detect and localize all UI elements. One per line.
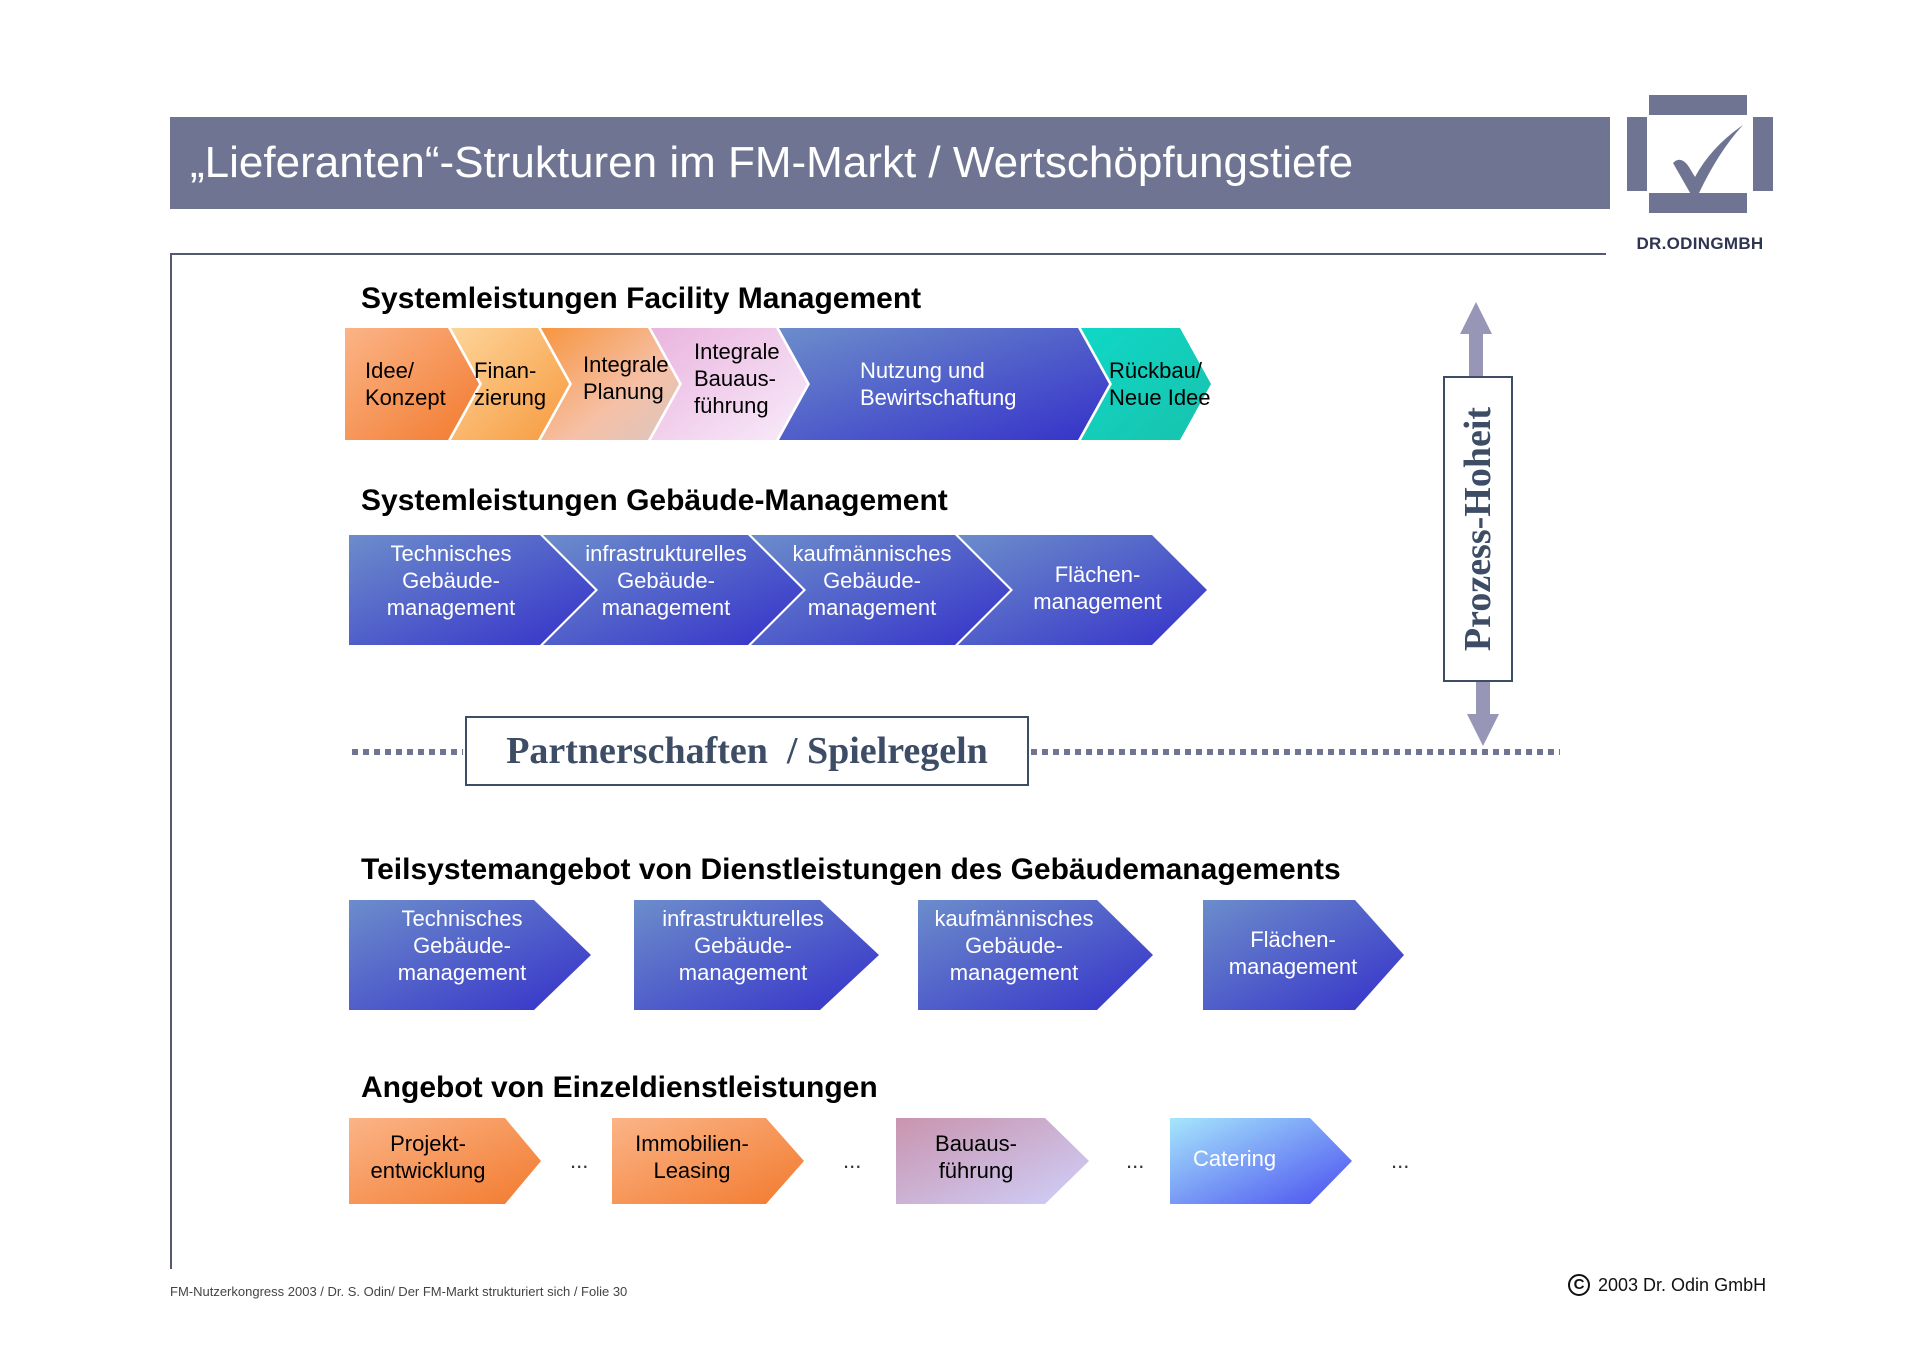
gm-step-label: kaufmännisches Gebäude- management bbox=[792, 541, 952, 620]
fm-step-label: Nutzung und Bewirtschaftung bbox=[860, 358, 1017, 410]
gm-step-chevron-2 bbox=[543, 535, 803, 645]
gm-step-label: infrastrukturelles Gebäude- management bbox=[585, 541, 747, 620]
fm-step-label: Idee/ Konzept bbox=[365, 358, 446, 410]
teilsystem-label: kaufmännisches Gebäude- management bbox=[934, 906, 1094, 985]
copyright-icon: C bbox=[1568, 1274, 1590, 1296]
gm-step-label: Technisches Gebäude- management bbox=[386, 541, 516, 620]
logo-checkmark-icon bbox=[1627, 95, 1773, 213]
einzel-label: Projekt- entwicklung bbox=[370, 1131, 486, 1183]
teilsystem-chevron-4 bbox=[1203, 900, 1404, 1010]
einzel-label: Catering bbox=[1193, 1146, 1277, 1171]
teilsystem-chevron-3 bbox=[918, 900, 1153, 1010]
einzel-chevron-3 bbox=[896, 1118, 1089, 1204]
prozess-hoheit-label: Prozess-Hoheit bbox=[1457, 406, 1499, 652]
ellipsis: ... bbox=[570, 1148, 589, 1173]
prozess-arrow-down-icon bbox=[1467, 678, 1499, 746]
partnership-box: Partnerschaften / Spielregeln bbox=[465, 716, 1029, 786]
partnership-label: Partnerschaften / Spielregeln bbox=[506, 730, 988, 772]
heading-teilsystem: Teilsystemangebot von Dienstleistungen d… bbox=[361, 853, 1341, 886]
teilsystem-chevron-2 bbox=[634, 900, 879, 1010]
einzel-chevron-1 bbox=[349, 1118, 541, 1204]
fm-step-chevron-1 bbox=[345, 328, 479, 440]
einzel-label: Immobilien- Leasing bbox=[635, 1131, 749, 1183]
teilsystem-label: infrastrukturelles Gebäude- management bbox=[662, 906, 824, 985]
footer-copyright: C 2003 Dr. Odin GmbH bbox=[1568, 1274, 1766, 1296]
fm-step-chevron-2 bbox=[451, 328, 569, 440]
fm-step-label: Integrale Planung bbox=[583, 352, 669, 404]
einzel-label: Bauaus- führung bbox=[935, 1131, 1017, 1183]
heading-fm: Systemleistungen Facility Management bbox=[361, 282, 922, 315]
einzel-chevron-4 bbox=[1170, 1118, 1352, 1204]
teilsystem-chevron-1 bbox=[349, 900, 591, 1010]
heading-einzel: Angebot von Einzeldienstleistungen bbox=[361, 1071, 878, 1104]
footer-caption: FM-Nutzerkongress 2003 / Dr. S. Odin/ De… bbox=[170, 1284, 628, 1299]
teilsystem-label: Technisches Gebäude- management bbox=[397, 906, 527, 985]
copyright-text: 2003 Dr. Odin GmbH bbox=[1598, 1274, 1767, 1295]
fm-step-chevron-4 bbox=[651, 328, 807, 440]
ellipsis: ... bbox=[843, 1148, 862, 1173]
fm-step-label: Rückbau/ Neue Idee bbox=[1109, 358, 1211, 410]
teilsystem-label: Flächen- management bbox=[1228, 927, 1358, 979]
heading-gm: Systemleistungen Gebäude-Management bbox=[361, 484, 948, 517]
gm-step-chevron-3 bbox=[751, 535, 1010, 645]
fm-step-chevron-5 bbox=[779, 328, 1109, 440]
gm-step-label: Flächen- management bbox=[1033, 562, 1162, 614]
prozess-hoheit-box: Prozess-Hoheit bbox=[1443, 376, 1513, 682]
fm-step-label: Integrale Bauaus- führung bbox=[694, 339, 780, 418]
ellipsis: ... bbox=[1126, 1148, 1145, 1173]
ellipsis: ... bbox=[1391, 1148, 1410, 1173]
einzel-chevron-2 bbox=[612, 1118, 804, 1204]
gm-step-chevron-4 bbox=[958, 535, 1207, 645]
title-bar: „Lieferanten“-Strukturen im FM-Markt / W… bbox=[170, 117, 1610, 209]
frame-divider-left bbox=[170, 253, 172, 1269]
gm-step-chevron-1 bbox=[349, 535, 595, 645]
prozess-arrow-up-icon bbox=[1460, 302, 1492, 378]
fm-step-chevron-6 bbox=[1081, 328, 1211, 440]
fm-step-chevron-3 bbox=[541, 328, 679, 440]
logo-text: DR.ODINGMBH bbox=[1636, 234, 1764, 253]
page-title: „Lieferanten“-Strukturen im FM-Markt / W… bbox=[190, 138, 1354, 187]
frame-divider-top bbox=[171, 253, 1606, 255]
fm-step-label: Finan- zierung bbox=[474, 358, 547, 410]
